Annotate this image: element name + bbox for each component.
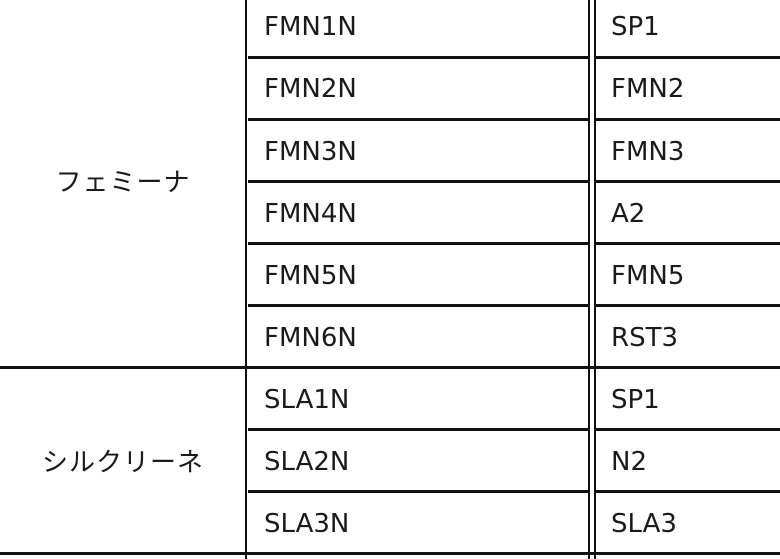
row-divider bbox=[596, 118, 780, 121]
product-value: N2 bbox=[611, 447, 647, 477]
row-divider bbox=[596, 180, 780, 183]
column-divider bbox=[588, 0, 590, 559]
product-value: SP1 bbox=[611, 12, 660, 42]
row-divider bbox=[248, 304, 588, 307]
group-name: フェミーナ bbox=[55, 168, 191, 198]
product-value: FMN3 bbox=[611, 137, 685, 167]
row-divider bbox=[248, 118, 588, 121]
row-divider bbox=[248, 428, 588, 431]
product-value: A2 bbox=[611, 199, 646, 229]
product-value: SP1 bbox=[611, 385, 660, 415]
product-code: SLA3N bbox=[264, 509, 350, 539]
row-divider bbox=[248, 56, 588, 59]
row-divider bbox=[248, 490, 588, 493]
column-divider bbox=[245, 0, 247, 559]
group-name: シルクリーネ bbox=[41, 448, 204, 478]
product-code: FMN4N bbox=[264, 199, 357, 229]
product-code: FMN6N bbox=[264, 323, 357, 353]
group-divider bbox=[0, 366, 780, 369]
product-value: FMN5 bbox=[611, 261, 685, 291]
table-bottom-border bbox=[0, 552, 780, 555]
product-value: FMN2 bbox=[611, 74, 685, 104]
product-code: SLA2N bbox=[264, 447, 350, 477]
product-code: FMN2N bbox=[264, 74, 357, 104]
row-divider bbox=[248, 180, 588, 183]
product-code: FMN1N bbox=[264, 12, 357, 42]
row-divider bbox=[596, 242, 780, 245]
column-divider bbox=[594, 0, 596, 559]
row-divider bbox=[596, 304, 780, 307]
product-code: FMN5N bbox=[264, 261, 357, 291]
row-divider bbox=[596, 490, 780, 493]
row-divider bbox=[248, 242, 588, 245]
product-code: FMN3N bbox=[264, 137, 357, 167]
product-value: SLA3 bbox=[611, 509, 677, 539]
row-divider bbox=[596, 428, 780, 431]
product-code: SLA1N bbox=[264, 385, 350, 415]
product-value: RST3 bbox=[611, 323, 678, 353]
row-divider bbox=[596, 56, 780, 59]
